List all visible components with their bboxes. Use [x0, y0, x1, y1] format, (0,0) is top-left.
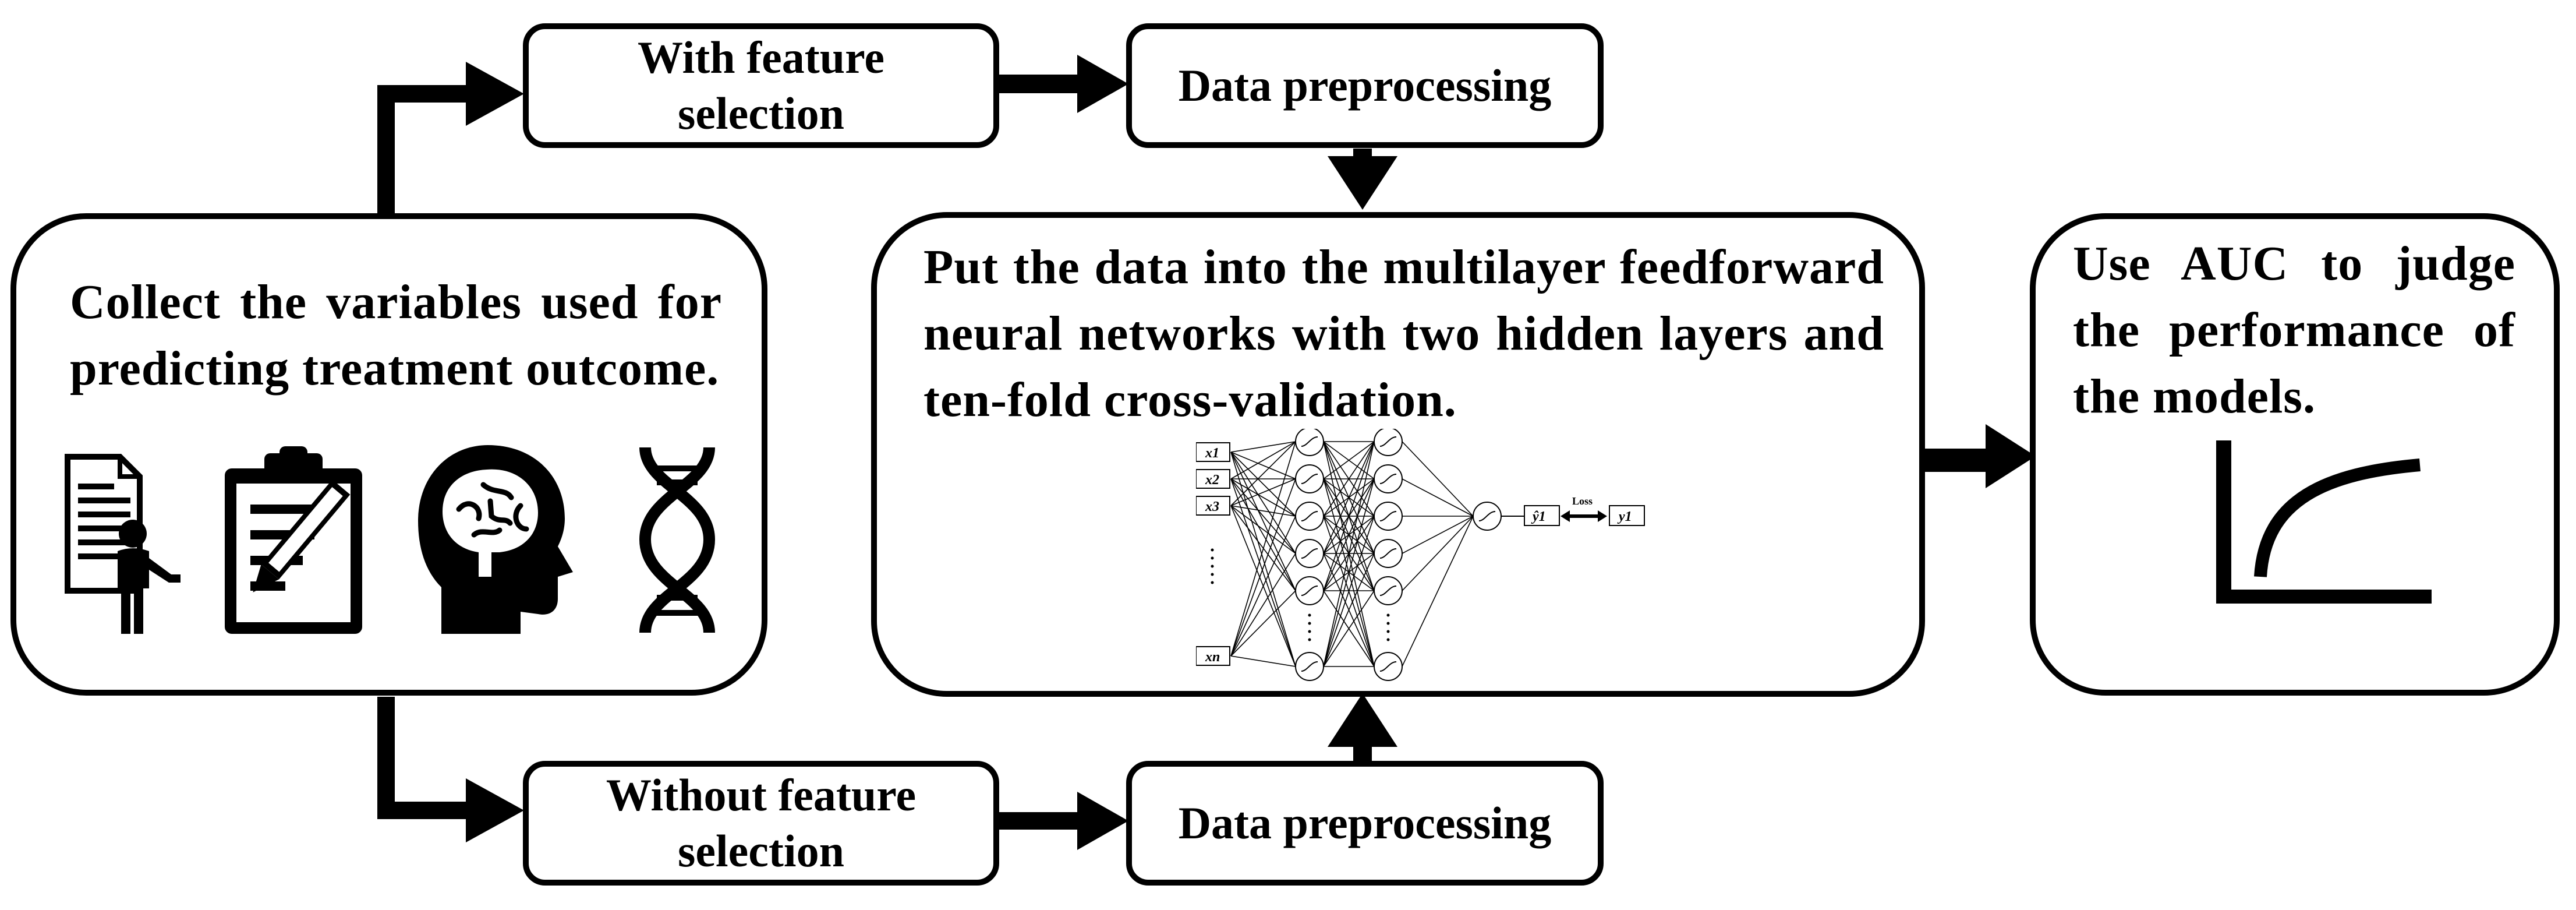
nn-ellipsis-dot: [1211, 565, 1214, 568]
nn-ellipsis-dot: [1211, 581, 1214, 584]
arrowhead-down-to-network: [1328, 156, 1397, 210]
arrowhead-to-preprocess-top: [1077, 55, 1128, 113]
document-person-icon: [65, 454, 181, 634]
nn-input-node: [1196, 469, 1230, 489]
nn-hidden-node: [1374, 429, 1403, 456]
data-preprocessing-bottom-label: Data preprocessing: [1178, 798, 1552, 848]
arrowhead-to-auc: [1986, 424, 2036, 488]
nn-activation-curve: [1301, 436, 1318, 447]
nn-hidden-node: [1295, 429, 1324, 456]
nn-activation-curve: [1301, 474, 1318, 484]
nn-activation-curve: [1379, 585, 1397, 596]
without-feature-selection-box: Without feature selection: [523, 761, 999, 886]
nn-prediction-box: [1524, 505, 1560, 526]
without-feature-selection-label: Without feature selection: [606, 770, 917, 876]
connector-collect-to-with: [377, 85, 470, 103]
neural-network-diagram: x1 x2 x3 xn ŷ1 Loss y1: [1196, 429, 1645, 681]
nn-ellipsis-dot: [1211, 548, 1214, 552]
collect-variables-text: Collect the variables used for predictin…: [70, 275, 722, 396]
nn-input-node: [1196, 442, 1230, 462]
nn-ellipsis-dot: [1308, 622, 1311, 625]
nn-ellipsis-dot: [1211, 556, 1214, 560]
nn-ellipsis-dot: [1386, 638, 1390, 641]
data-preprocessing-top-label: Data preprocessing: [1178, 60, 1552, 111]
nn-activation-curve: [1379, 661, 1397, 672]
nn-activation-curve: [1379, 436, 1397, 447]
connector-network-to-auc: [1922, 449, 1991, 472]
nn-activation-curve: [1301, 585, 1318, 596]
data-preprocessing-top-box: Data preprocessing: [1126, 23, 1604, 148]
arrowhead-up-to-network: [1328, 693, 1397, 747]
arrowhead-to-preprocess-bottom: [1077, 792, 1128, 850]
auc-box: Use AUC to judge the performance of the …: [2030, 213, 2560, 696]
nn-target-label: y1: [1617, 509, 1632, 524]
neural-network-text: Put the data into the multilayer feedfor…: [923, 240, 1884, 427]
nn-ellipsis-dot: [1211, 573, 1214, 576]
connector-collect-down: [377, 697, 395, 819]
nn-input-label: x1: [1205, 446, 1219, 461]
with-feature-selection-label: With feature selection: [638, 32, 884, 139]
nn-activation-curve: [1379, 511, 1397, 521]
neural-network-box: Put the data into the multilayer feedfor…: [871, 212, 1925, 697]
nn-target-box: [1609, 505, 1645, 526]
auc-text: Use AUC to judge the performance of the …: [2073, 237, 2515, 424]
nn-ellipsis-dot: [1386, 622, 1390, 625]
nn-activation-curve: [1301, 511, 1318, 521]
nn-ellipsis-dot: [1386, 630, 1390, 633]
connector-without-to-preprocess: [997, 812, 1084, 830]
nn-input-node: [1196, 496, 1230, 516]
collect-variables-box: Collect the variables used for predictin…: [10, 213, 767, 696]
nn-activation-curve: [1379, 548, 1397, 559]
nn-input-node: [1196, 646, 1230, 666]
nn-ellipsis-dot: [1308, 613, 1311, 617]
nn-ellipsis-dot: [1386, 613, 1390, 617]
nn-ellipsis-dot: [1308, 638, 1311, 641]
roc-curve-icon: [2216, 440, 2432, 604]
nn-input-label: x2: [1205, 472, 1219, 488]
data-preprocessing-bottom-box: Data preprocessing: [1126, 761, 1604, 886]
nn-activation-curve: [1301, 661, 1318, 672]
nn-input-label: x3: [1205, 499, 1219, 514]
connector-with-to-preprocess: [997, 75, 1084, 93]
arrowhead-to-without-feature: [466, 778, 524, 842]
connector-collect-up: [377, 85, 395, 217]
nn-prediction-label: ŷ1: [1531, 509, 1546, 524]
nn-ellipsis-dot: [1308, 630, 1311, 633]
clipboard-pencil-icon: [225, 446, 362, 634]
arrowhead-to-with-feature: [466, 62, 524, 126]
dna-icon: [639, 447, 716, 633]
nn-activation-curve: [1301, 548, 1318, 559]
nn-loss-label: Loss: [1572, 495, 1593, 507]
nn-activation-curve: [1379, 474, 1397, 484]
with-feature-selection-box: With feature selection: [523, 23, 999, 148]
connector-collect-to-without: [377, 802, 470, 819]
nn-input-label: xn: [1205, 650, 1220, 665]
brain-head-icon: [418, 445, 573, 634]
